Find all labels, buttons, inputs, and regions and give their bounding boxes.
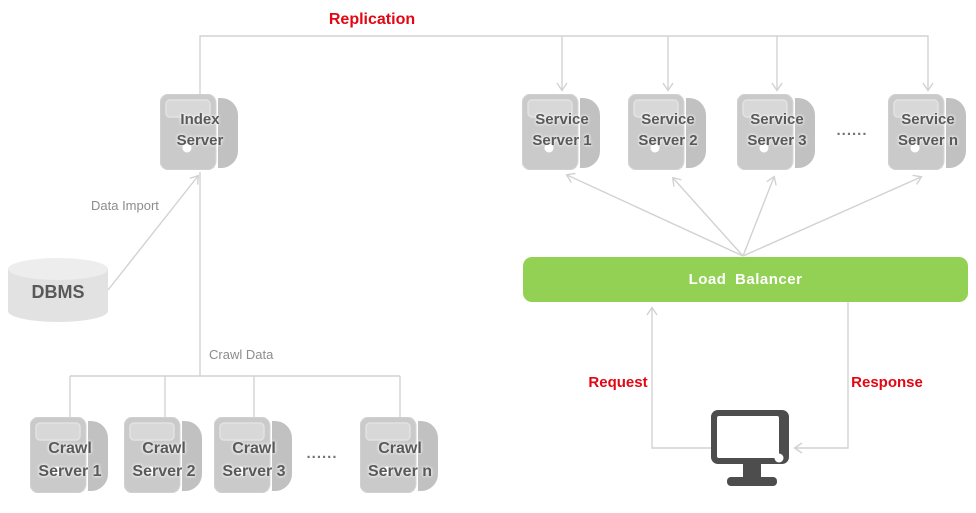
connector-request — [646, 306, 712, 449]
crawl-server-2-label: Crawl Server 2 — [101, 437, 227, 483]
crawl-server-1-line1: Crawl — [48, 440, 92, 457]
crawl-server-3-node: Crawl Server 3 — [199, 417, 309, 501]
crawl-server-3-label: Crawl Server 3 — [191, 437, 317, 483]
connector-response — [793, 302, 849, 454]
service-server-2-node: Service Server 2 — [613, 94, 723, 178]
index-server-label: Index Server — [137, 109, 263, 151]
load-balancer-node: Load Balancer — [523, 257, 968, 302]
client-node — [705, 408, 805, 493]
crawl-server-2-node: Crawl Server 2 — [109, 417, 219, 501]
service-server-1-line2: Server 1 — [532, 132, 592, 149]
index-server-node: Index Server — [145, 94, 255, 178]
crawl-server-1-label: Crawl Server 1 — [7, 437, 133, 483]
service-servers-ellipsis: ...... — [836, 122, 868, 139]
connector-data-import — [107, 174, 200, 291]
index-server-label-line1: Index — [180, 111, 220, 128]
crawl-server-2-line2: Server 2 — [132, 463, 196, 480]
service-server-2-line2: Server 2 — [638, 132, 698, 149]
database-cylinder-icon — [8, 258, 108, 322]
replication-label: Replication — [328, 11, 416, 28]
service-server-3-node: Service Server 3 — [722, 94, 832, 178]
service-server-3-label: Service Server 3 — [714, 109, 840, 151]
connector-lb-to-service-2 — [671, 176, 744, 257]
desktop-monitor-icon — [711, 410, 789, 486]
index-server-label-line2: Server — [176, 132, 224, 149]
dbms-label: DBMS — [31, 282, 85, 302]
crawl-server-3-line1: Crawl — [232, 440, 276, 457]
service-server-n-line1: Service — [901, 111, 955, 128]
request-label: Request — [588, 374, 648, 391]
service-server-1-node: Service Server 1 — [507, 94, 617, 178]
crawl-server-3-line2: Server 3 — [222, 463, 286, 480]
service-server-3-line2: Server 3 — [747, 132, 807, 149]
connector-lb-to-service-3 — [742, 175, 777, 257]
data-import-label: Data Import — [91, 198, 159, 213]
service-server-n-line2: Server n — [897, 132, 959, 149]
crawl-server-1-line2: Server 1 — [38, 463, 102, 480]
service-server-3-line1: Service — [750, 111, 804, 128]
crawl-servers-ellipsis: ...... — [306, 445, 338, 462]
connector-lb-to-service-n — [742, 174, 923, 257]
dbms-node: DBMS — [6, 256, 110, 326]
crawl-server-1-node: Crawl Server 1 — [15, 417, 125, 501]
service-server-2-line1: Service — [641, 111, 695, 128]
connector-lb-to-service-1 — [565, 172, 744, 257]
service-server-n-label: Service Server n — [865, 109, 976, 151]
service-server-1-line1: Service — [535, 111, 589, 128]
crawl-server-n-label: Crawl Server n — [337, 437, 463, 483]
crawl-server-n-line1: Crawl — [378, 440, 422, 457]
service-server-1-label: Service Server 1 — [499, 109, 625, 151]
crawl-data-label: Crawl Data — [209, 347, 274, 362]
service-server-2-label: Service Server 2 — [605, 109, 731, 151]
crawl-server-n-node: Crawl Server n — [345, 417, 455, 501]
connector-replication-bus — [199, 35, 934, 94]
crawl-server-n-line2: Server n — [367, 463, 433, 480]
response-label: Response — [851, 374, 923, 391]
crawl-server-2-line1: Crawl — [142, 440, 186, 457]
load-balancer-label: Load Balancer — [688, 271, 803, 288]
service-server-n-node: Service Server n — [873, 94, 976, 178]
